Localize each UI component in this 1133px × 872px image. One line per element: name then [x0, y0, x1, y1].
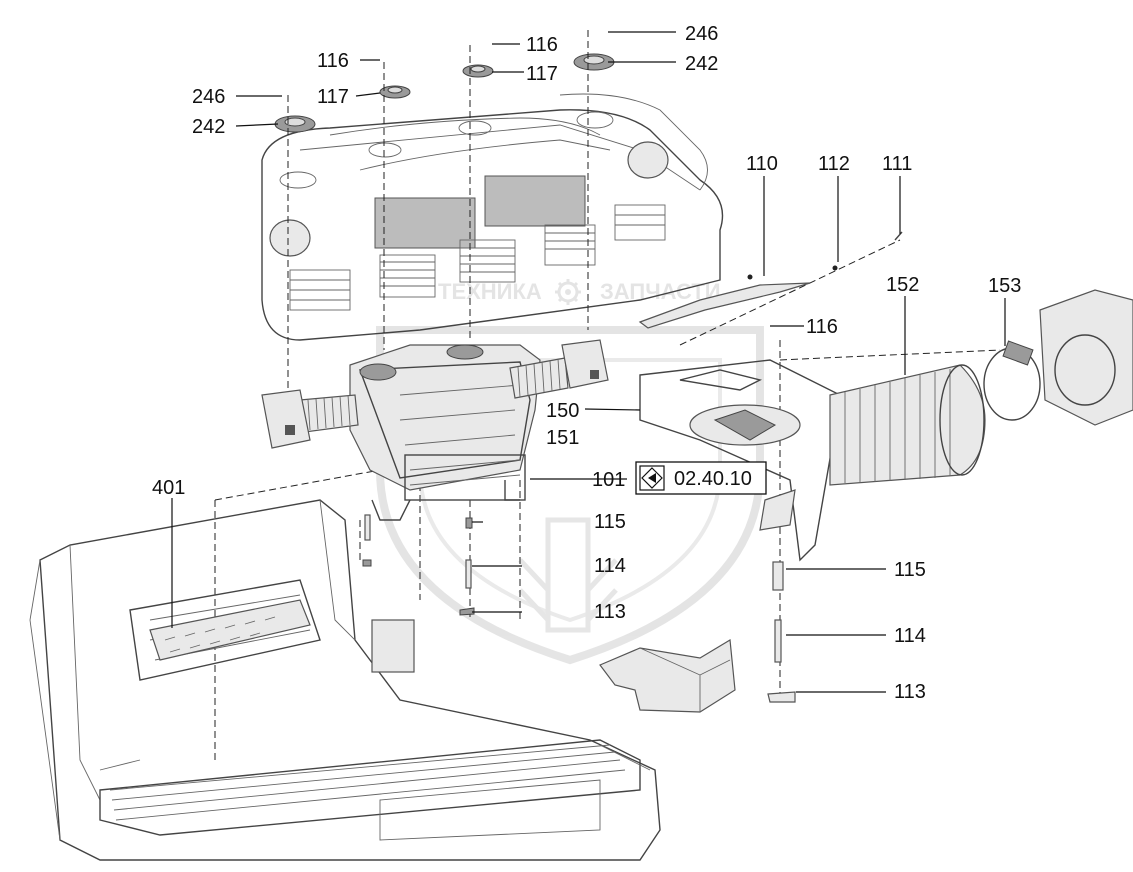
right-bellows-duct: [509, 339, 609, 399]
callout-110: 110: [746, 153, 778, 175]
callout-115-right: 115: [894, 559, 926, 581]
corrugated-hose-152: [829, 364, 986, 486]
callout-111: 111: [882, 153, 912, 175]
callout-246-left: 246: [192, 86, 225, 108]
watermark: ЭПФ ТЕХНИКА ЗАПЧАСТИ: [376, 279, 764, 665]
callout-117-right: 117: [526, 63, 558, 85]
callout-153: 153: [988, 275, 1021, 297]
grille-insert-401: [149, 599, 311, 661]
reference-code: 02.40.10: [674, 468, 752, 490]
vent-nozzle-242-left: [274, 115, 316, 133]
leader-lines: [171, 31, 1006, 693]
callout-116-left: 116: [317, 50, 349, 72]
callout-101: 101: [592, 469, 625, 491]
diamond-arrow-icon: [639, 465, 665, 491]
callout-117-left: 117: [317, 86, 349, 108]
reference-box[interactable]: 02.40.10: [635, 461, 767, 495]
callout-401: 401: [152, 477, 185, 499]
callout-116-right: 116: [526, 34, 558, 56]
air-channel-housing: [639, 359, 841, 562]
callout-112: 112: [818, 153, 850, 175]
callout-114-left: 114: [594, 555, 626, 577]
assembly-lines: [214, 30, 1001, 760]
callout-114-right: 114: [894, 625, 926, 647]
dashboard-panel: [261, 93, 724, 341]
watermark-left-text: ТЕХНИКА: [438, 279, 542, 304]
vent-nozzle-117-right: [462, 64, 494, 78]
cab-floor: [29, 499, 661, 861]
air-filter-block: [599, 638, 736, 713]
air-box: [1039, 289, 1133, 426]
callout-113-left: 113: [594, 601, 626, 623]
callout-115-left: 115: [594, 511, 626, 533]
callout-116-channel: 116: [806, 316, 838, 338]
callout-113-right: 113: [894, 681, 926, 703]
gear-icon: [555, 279, 581, 305]
callout-151: 151: [546, 427, 579, 449]
callout-242-right: 242: [685, 53, 718, 75]
hose-clamp-153: [983, 340, 1041, 421]
fastener-pins-left: [362, 514, 475, 616]
callout-242-left: 242: [192, 116, 225, 138]
callout-152: 152: [886, 274, 919, 296]
left-bellows-duct: [261, 389, 359, 449]
wiper-arm-110: [638, 231, 903, 329]
callout-246-right: 246: [685, 23, 718, 45]
callout-150: 150: [546, 400, 579, 422]
fastener-pins-right: [767, 561, 796, 703]
vent-nozzle-117-left: [379, 85, 411, 99]
callout-labels: 246 242 116 117 116 117 246 242 110 112 …: [152, 23, 1021, 703]
heater-unit: [349, 344, 541, 521]
